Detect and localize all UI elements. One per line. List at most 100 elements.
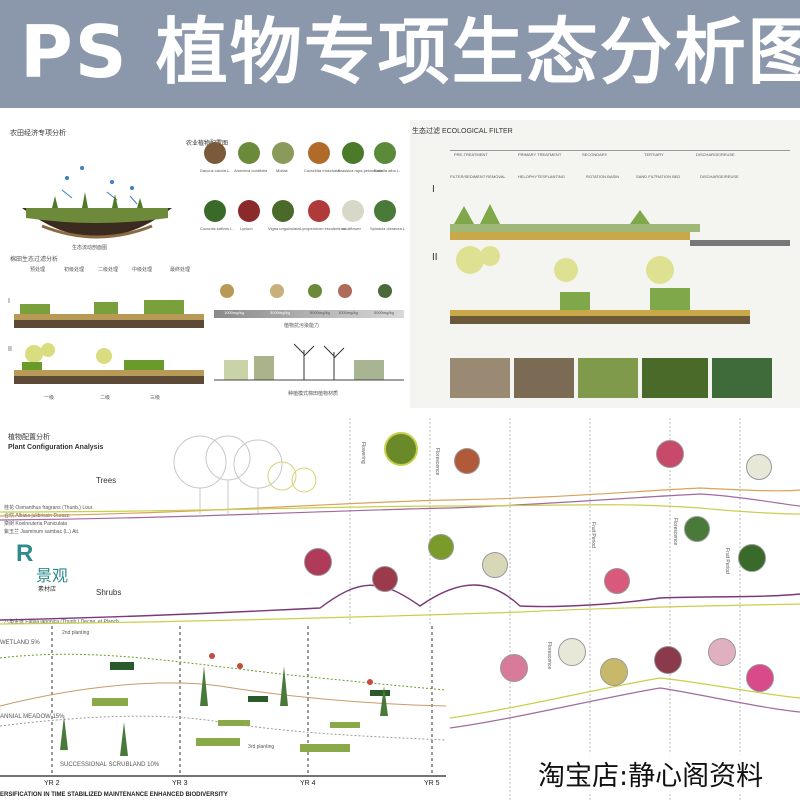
- mid-value: 5000mg/kg: [374, 310, 394, 315]
- planting-label-2nd: 2nd planting: [62, 630, 90, 636]
- pollution-bar: [214, 310, 404, 318]
- flower-photo: [684, 516, 710, 542]
- veg-label: Mollae: [276, 168, 288, 173]
- veg-icon: [342, 142, 364, 164]
- trees-label: Trees: [96, 476, 117, 485]
- succession-diagram: [0, 626, 446, 777]
- stage-arrow-bar: [450, 150, 790, 161]
- roman-1: I: [8, 298, 10, 305]
- configuration-curves: [0, 418, 800, 800]
- stage-header: PRE-TREATMENT: [454, 152, 488, 157]
- bottom-label: 一级: [44, 395, 55, 401]
- flower-photo: [738, 544, 766, 572]
- fatsia-label: 八角金盘 Fatsia japonica (Thunb.) Decne. et …: [4, 619, 121, 625]
- veg-label: Vigna unguiculata: [268, 226, 300, 231]
- year-label: YR 2: [44, 780, 60, 787]
- flower-photo: [708, 638, 736, 666]
- veg-icon: [204, 142, 226, 164]
- veg-icon: [342, 200, 364, 222]
- flower-photo: [454, 448, 480, 474]
- logo-sub: 素材店: [38, 586, 57, 593]
- stage-subheader: SAND FILTRATION BED: [636, 174, 681, 179]
- plant-sample-icon: [378, 284, 392, 298]
- logo-letter: R: [16, 540, 34, 567]
- panel-b-title: 生态过滤 ECOLOGICAL FILTER: [412, 128, 513, 135]
- mid-value: 3000mg/kg: [270, 310, 290, 315]
- veg-icon: [204, 200, 226, 222]
- plant-sample-icon: [308, 284, 322, 298]
- title-banner: PS 植物专项生态分析图: [0, 0, 800, 108]
- banner-title: PS 植物专项生态分析图: [20, 10, 800, 94]
- veg-label: Daucus carota L.: [200, 168, 231, 173]
- veg-label: Lycium: [240, 226, 253, 231]
- substrate-photo: [514, 358, 574, 398]
- flower-photo: [500, 654, 528, 682]
- stage-subheader: HELOPHYTESPLANTING: [518, 174, 565, 179]
- watermark-text: 淘宝店:静心阁资料: [532, 754, 770, 793]
- flower-photo: [746, 664, 774, 692]
- mid-title: 植物抗污染能力: [284, 323, 320, 329]
- village-section: [214, 343, 404, 381]
- stage-subheader: FILTER/SEDIMENT REMOVAL: [450, 174, 506, 179]
- period-label: Florescence: [546, 642, 552, 670]
- stage-header: TERTIARY: [644, 152, 664, 157]
- veg-icon: [374, 142, 396, 164]
- mid-value: 1000mg/kg: [224, 310, 244, 315]
- substrate-photo: [450, 358, 510, 398]
- plant-sample-icon: [220, 284, 234, 298]
- flower-photo: [372, 566, 398, 592]
- veg-icon: [374, 200, 396, 222]
- veg-icon: [308, 142, 330, 164]
- section2-title: 棉田生态过滤分析: [10, 257, 59, 263]
- flower-photo: [428, 534, 454, 560]
- soil-diagram-caption: 生态流动剖面图: [72, 245, 108, 251]
- veg-icon: [272, 142, 294, 164]
- veg-icon: [238, 200, 260, 222]
- stage-label: 最终处理: [170, 267, 191, 273]
- year-label: YR 5: [424, 780, 440, 787]
- vegetable-grid: Daucus carota L. Amedera cordifolia Moll…: [200, 142, 407, 252]
- mid-value: 5000mg/kg: [310, 310, 330, 315]
- veg-label: Amedera cordifolia: [234, 168, 268, 173]
- zone-label-meadow: ANNIAL MEADOW 15%: [0, 714, 65, 720]
- panel-ecological-filter: 生态过滤 ECOLOGICAL FILTER PRE-TREATMENT PRI…: [410, 120, 800, 408]
- substrate-photo: [578, 358, 638, 398]
- stage-label: 二级处理: [98, 267, 119, 273]
- period-label: Flowering: [360, 442, 366, 464]
- period-label: Florescence: [672, 518, 678, 546]
- mid-caption: 种植模式棉田植物材质: [288, 391, 339, 397]
- flower-photo: [656, 440, 684, 468]
- zone-label-wetland: WETLAND 5%: [0, 640, 40, 646]
- substrate-photo-strip: [450, 358, 790, 398]
- stage-label: 初级处理: [64, 267, 85, 273]
- period-label: Florescence: [434, 448, 440, 476]
- panel-a-title: 农田经济专项分析: [10, 130, 66, 137]
- veg-label: Basella alba L.: [374, 168, 401, 173]
- logo-cn: 景观: [36, 566, 69, 585]
- stage-label: 预处理: [30, 267, 46, 273]
- bottom-label: 三级: [150, 395, 161, 401]
- flower-photo: [600, 658, 628, 686]
- plant-sample-icon: [270, 284, 284, 298]
- flower-photo: [384, 432, 418, 466]
- filter-section-diagram: [450, 204, 790, 324]
- zone-label-scrubland: SUCCESSIONAL SCRUBLAND 10%: [60, 762, 160, 768]
- veg-label: cauliflower: [342, 226, 361, 231]
- shrubs-label: Shrubs: [96, 588, 122, 597]
- filter-strip-diagram: [14, 300, 204, 384]
- veg-icon: [308, 200, 330, 222]
- stage-header: PRIMARY TREATMENT: [518, 152, 562, 157]
- veg-label: Spinacia oleracea L.: [370, 226, 407, 231]
- plant-config-title-en: Plant Configuration Analysis: [8, 444, 104, 451]
- substrate-photo: [712, 358, 772, 398]
- flower-photo: [746, 454, 772, 480]
- flower-photo: [558, 638, 586, 666]
- species-label: 紫玉兰 Jasminum sambac (L.) Ait.: [4, 529, 80, 535]
- veg-icon: [272, 200, 294, 222]
- soil-section-diagram: [22, 166, 172, 239]
- bottom-label: 二级: [100, 395, 111, 401]
- flower-photo: [304, 548, 332, 576]
- period-label: Fruit Period: [724, 548, 730, 574]
- flower-photo: [482, 552, 508, 578]
- pollution-resistance-chart: 1000mg/kg 3000mg/kg 5000mg/kg 1000mg/kg …: [214, 268, 404, 398]
